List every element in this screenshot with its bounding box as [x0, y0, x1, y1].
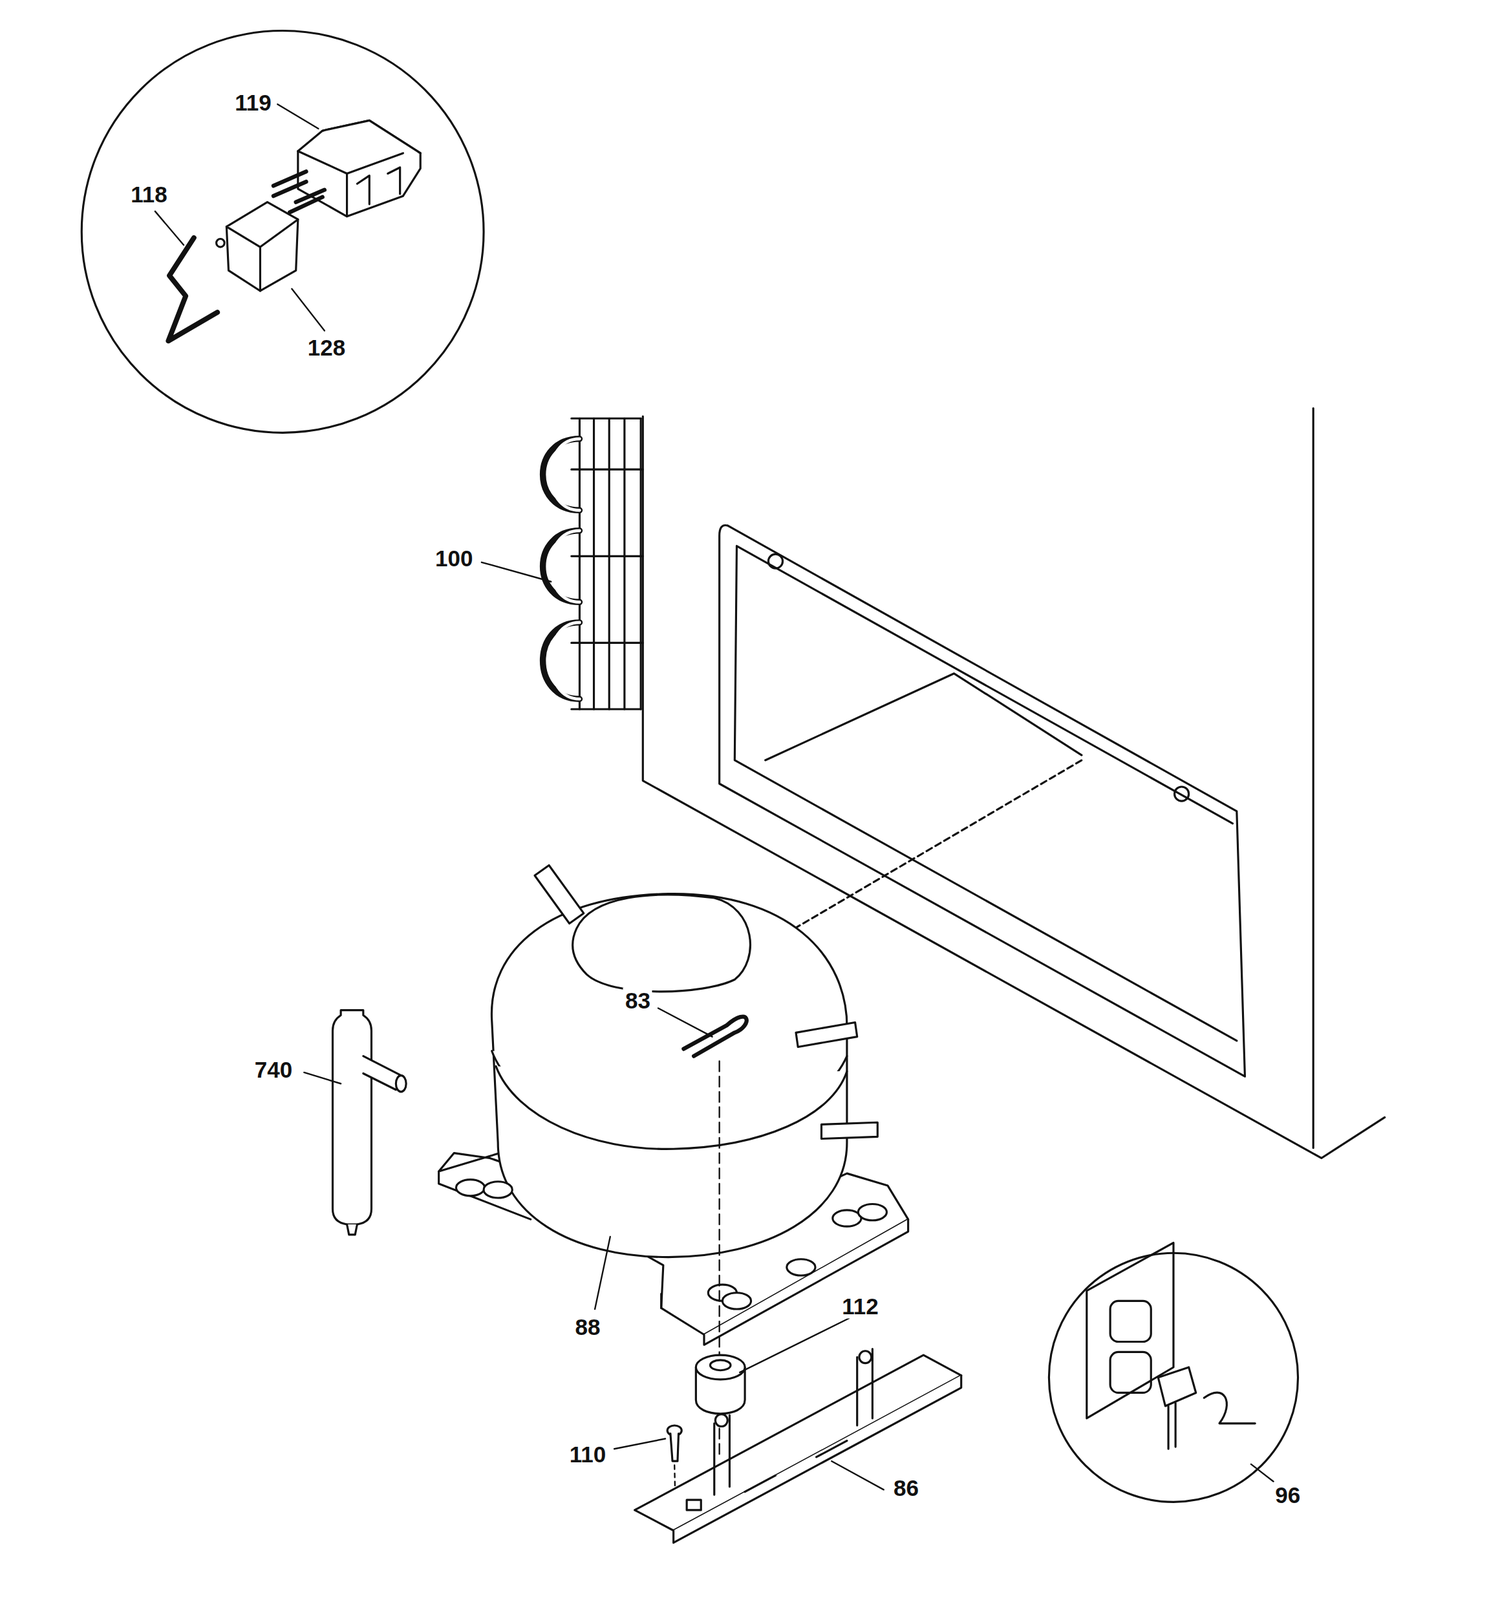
callout-number: 83 [623, 987, 653, 1013]
leader-line [155, 104, 1274, 1490]
callout-number: 112 [839, 1293, 880, 1319]
relay [273, 120, 421, 216]
compressor [439, 865, 909, 1346]
condenser-coil [543, 418, 644, 710]
clip [683, 1017, 747, 1057]
detail-circle [81, 31, 484, 434]
outlet-detail [1048, 1242, 1298, 1502]
callout-number: 96 [1273, 1482, 1303, 1508]
callout-number: 100 [433, 545, 475, 571]
overload [216, 202, 299, 291]
callout-number: 740 [252, 1056, 295, 1082]
callout-number: 128 [305, 334, 348, 360]
callout-number: 118 [128, 181, 169, 207]
wire [168, 237, 218, 341]
grommet [695, 1355, 745, 1415]
callout-number: 86 [891, 1475, 921, 1501]
callout-number: 119 [232, 89, 273, 115]
drier [332, 1010, 407, 1235]
callout-number: 110 [567, 1441, 608, 1467]
mounting-rail [634, 1349, 962, 1544]
callout-number: 88 [573, 1313, 603, 1340]
